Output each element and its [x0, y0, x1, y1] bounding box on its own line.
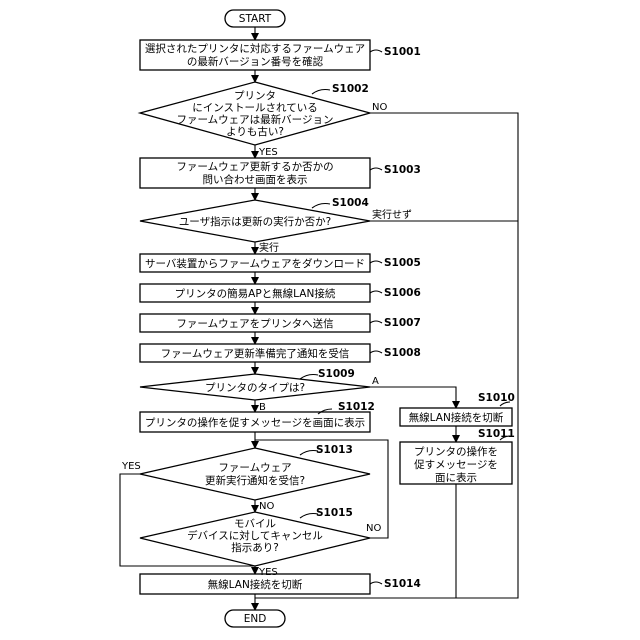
step-s1005: サーバ装置からファームウェアをダウンロード [140, 254, 370, 272]
svg-text:更新実行通知を受信?: 更新実行通知を受信? [205, 474, 305, 487]
label-s1003: S1003 [384, 164, 421, 176]
label-s1001: S1001 [384, 46, 421, 58]
svg-text:ファームウェア: ファームウェア [218, 462, 291, 474]
svg-text:プリンタの操作を促すメッセージを画面に表示: プリンタの操作を促すメッセージを画面に表示 [145, 416, 365, 429]
svg-text:面に表示: 面に表示 [435, 471, 477, 484]
s1004-no-label: 実行せず [372, 208, 412, 221]
svg-text:プリンタの簡易APと無線LAN接続: プリンタの簡易APと無線LAN接続 [175, 287, 336, 300]
svg-text:選択されたプリンタに対応するファームウェア: 選択されたプリンタに対応するファームウェア [145, 42, 365, 55]
svg-text:END: END [244, 613, 267, 625]
svg-text:モバイル: モバイル [234, 518, 276, 530]
label-s1005: S1005 [384, 257, 421, 269]
svg-text:問い合わせ画面を表示: 問い合わせ画面を表示 [203, 173, 308, 186]
step-s1007: ファームウェアをプリンタへ送信 [140, 314, 370, 332]
label-s1013: S1013 [316, 444, 353, 456]
label-s1010: S1010 [478, 392, 515, 404]
step-s1006: プリンタの簡易APと無線LAN接続 [140, 284, 370, 302]
svg-text:無線LAN接続を切断: 無線LAN接続を切断 [409, 411, 504, 424]
label-s1009: S1009 [318, 368, 355, 380]
start-terminal: START [225, 10, 285, 27]
svg-text:にインストールされている: にインストールされている [192, 102, 317, 114]
svg-text:促すメッセージを: 促すメッセージを [414, 458, 498, 471]
s1002-no-label: NO [372, 102, 387, 113]
svg-text:プリンタの操作を: プリンタの操作を [414, 445, 498, 458]
end-terminal: END [225, 610, 285, 627]
step-s1011: プリンタの操作を 促すメッセージを 面に表示 [400, 442, 512, 484]
s1002-yes-label: YES [258, 147, 278, 158]
step-s1014: 無線LAN接続を切断 [140, 574, 370, 594]
label-s1004: S1004 [332, 197, 369, 209]
svg-text:ファームウェア更新するか否かの: ファームウェア更新するか否かの [176, 160, 333, 173]
s1004-yes-label: 実行 [259, 241, 279, 254]
s1013-no-label: NO [259, 501, 274, 512]
svg-text:の最新バージョン番号を確認: の最新バージョン番号を確認 [187, 55, 324, 68]
label-s1002: S1002 [332, 83, 369, 95]
label-s1008: S1008 [384, 347, 421, 359]
label-s1006: S1006 [384, 287, 421, 299]
s1013-yes-label: YES [121, 461, 141, 472]
decision-s1015: モバイル デバイスに対してキャンセル 指示あり? [140, 512, 370, 566]
svg-text:無線LAN接続を切断: 無線LAN接続を切断 [208, 578, 303, 591]
svg-text:ファームウェアをプリンタへ送信: ファームウェアをプリンタへ送信 [176, 317, 333, 330]
label-s1011: S1011 [478, 428, 515, 440]
s1009-a-label: A [372, 376, 379, 387]
svg-text:ユーザ指示は更新の実行か否か?: ユーザ指示は更新の実行か否か? [179, 215, 331, 228]
label-s1012: S1012 [338, 401, 375, 413]
svg-text:サーバ装置からファームウェアをダウンロード: サーバ装置からファームウェアをダウンロード [145, 257, 365, 270]
svg-text:ファームウェア更新準備完了通知を受信: ファームウェア更新準備完了通知を受信 [161, 347, 350, 360]
label-s1014: S1014 [384, 578, 421, 590]
svg-text:プリンタ: プリンタ [234, 90, 276, 102]
s1009-b-label: B [259, 402, 266, 413]
s1015-yes-label: YES [258, 567, 278, 578]
s1015-no-label: NO [366, 523, 381, 534]
label-s1007: S1007 [384, 317, 421, 329]
svg-text:よりも古い?: よりも古い? [226, 125, 284, 138]
step-s1001: 選択されたプリンタに対応するファームウェア の最新バージョン番号を確認 [140, 40, 370, 70]
svg-text:ファームウェアは最新バージョン: ファームウェアは最新バージョン [177, 113, 334, 126]
svg-text:プリンタのタイプは?: プリンタのタイプは? [205, 382, 305, 394]
step-s1003: ファームウェア更新するか否かの 問い合わせ画面を表示 [140, 158, 370, 188]
step-s1008: ファームウェア更新準備完了通知を受信 [140, 344, 370, 362]
step-s1010: 無線LAN接続を切断 [400, 408, 512, 426]
svg-text:デバイスに対してキャンセル: デバイスに対してキャンセル [187, 529, 323, 542]
label-s1015: S1015 [316, 507, 353, 519]
svg-text:START: START [239, 13, 272, 25]
step-s1012: プリンタの操作を促すメッセージを画面に表示 [140, 412, 370, 432]
svg-text:指示あり?: 指示あり? [231, 541, 279, 554]
